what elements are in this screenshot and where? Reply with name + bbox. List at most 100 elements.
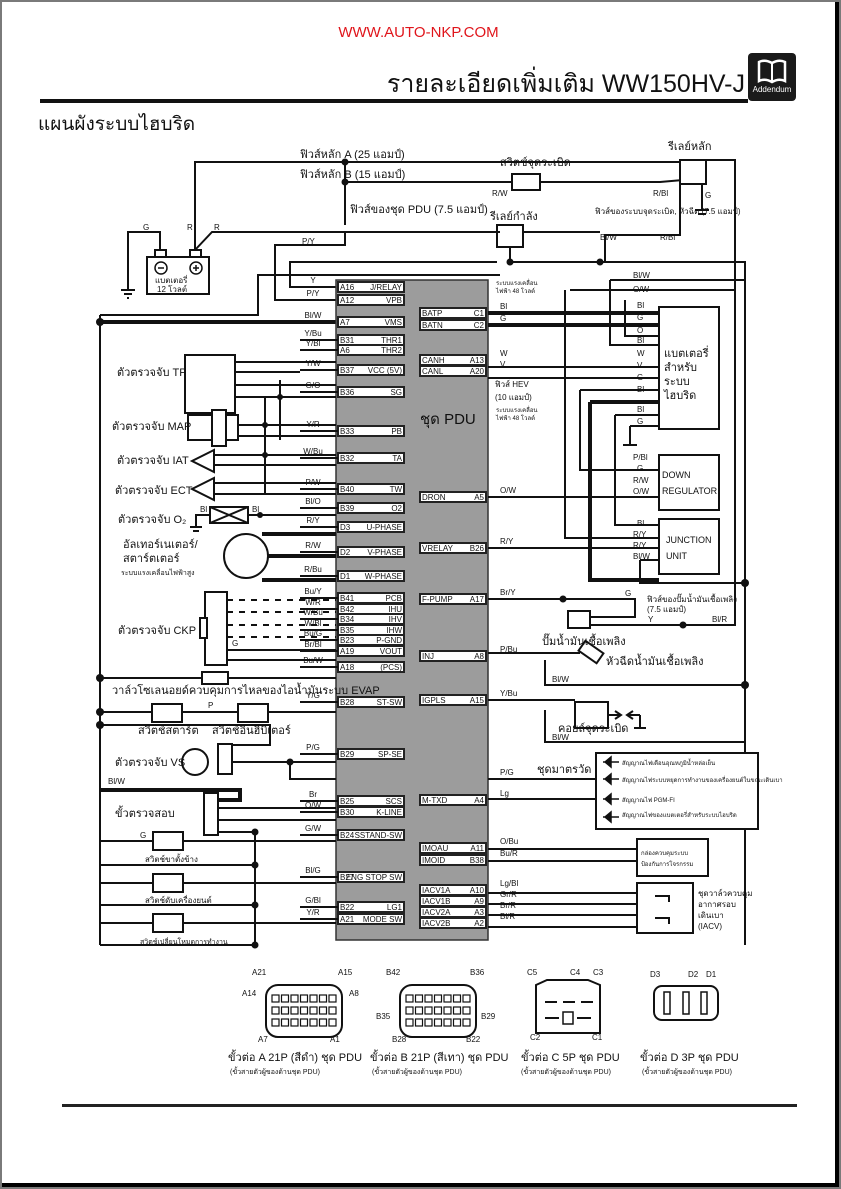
pdu-pin-id: A3 bbox=[474, 908, 484, 917]
junction-wire-label: Bl bbox=[637, 519, 644, 528]
ign-fuse-label: ฟิวส์ของระบบจุดระเบิด, หัวฉีด (7.5 แอมป์… bbox=[595, 206, 741, 216]
injector-icon bbox=[577, 639, 605, 665]
acg-note: ระบบแรงเคลื่อนไฟฟ้าสูง bbox=[121, 568, 195, 577]
connector-b-cells bbox=[405, 994, 471, 1027]
junction-dot bbox=[257, 512, 263, 518]
hv-wire-label: W bbox=[637, 349, 645, 358]
pdu-pin-box bbox=[419, 694, 487, 706]
pdu-pin-id: B29 bbox=[340, 750, 355, 759]
meter-item-1: สัญญาณไฟเตือนอุณหภูมิน้ำหล่อเย็น bbox=[622, 757, 715, 767]
connector-a-cells bbox=[271, 994, 337, 1027]
reg-wire-label: R/W bbox=[633, 476, 649, 485]
connector-cell bbox=[414, 1018, 424, 1027]
connector-cell bbox=[424, 994, 433, 1003]
connector-diagrams: A21 A15 A14 A8 A7 A1 ขั้วต่อ A 21P (สีดำ… bbox=[228, 968, 739, 1076]
pdu-wire-color: O/Bu bbox=[500, 837, 518, 846]
section-title: แผนผังระบบไฮบริด bbox=[38, 114, 196, 135]
meter-item-4: สัญญาณไฟของแบตเตอรี่สำหรับระบบไฮบริด bbox=[622, 811, 737, 819]
pdu-wire-color: Y/Bu bbox=[304, 329, 321, 338]
pdu-pin-id: A7 bbox=[340, 318, 350, 327]
immobilizer-l1: กล่องควบคุมระบบ bbox=[641, 850, 688, 857]
pdu-pin-name: O2 bbox=[391, 504, 402, 513]
wire-sensor-bus bbox=[214, 361, 336, 516]
book-icon bbox=[757, 59, 787, 84]
pdu-pin-id: A21 bbox=[340, 915, 355, 924]
connector-b: B42 B36 B35 B29 B28 B22 ขั้วต่อ B 21P (ส… bbox=[370, 968, 509, 1076]
hv-wire-label: V bbox=[637, 361, 643, 370]
connector-c-lock bbox=[562, 1011, 574, 1025]
pdu-pin-name: K-LINE bbox=[376, 808, 402, 817]
acg-label-1: อัลเทอร์เนเตอร์/ bbox=[123, 538, 199, 551]
evap-valve-label: วาล์วโซเลนอยด์ควบคุมการไหลของไอน้ำมันระบ… bbox=[112, 682, 380, 697]
connector-cell bbox=[318, 1018, 328, 1027]
dlc-label: ขั้วตรวจสอบ bbox=[115, 805, 175, 820]
junction-dot bbox=[506, 258, 514, 266]
wire-main-relay-out bbox=[700, 159, 736, 270]
pdu-wire-color: G/O bbox=[306, 381, 321, 390]
hv-note-1-l2: ไฟฟ้า 48 โวลต์ bbox=[495, 287, 535, 295]
wire-py-label: P/Y bbox=[302, 237, 316, 246]
pdu-pin-id: B30 bbox=[340, 808, 355, 817]
junction-wire-label: R/Y bbox=[633, 541, 647, 550]
wire-hev-fuse bbox=[588, 400, 659, 582]
pdu-pin-id: B36 bbox=[340, 388, 355, 397]
pdu-pin-name: IMOID bbox=[422, 856, 445, 865]
connector-cell bbox=[443, 994, 452, 1003]
header-rule bbox=[40, 99, 748, 103]
connector-cell bbox=[414, 994, 424, 1003]
pdu-wire-color: Bl bbox=[500, 302, 507, 311]
wire-rbl-fuse bbox=[604, 184, 681, 262]
pdu-pin-id: B40 bbox=[340, 485, 355, 494]
pdu-pin-id: B32 bbox=[340, 454, 355, 463]
wire-iacv bbox=[488, 892, 637, 928]
hv-wire-label: G bbox=[637, 417, 643, 426]
connector-d-terminal bbox=[700, 991, 708, 1015]
ckp-sensor-label: ตัวตรวจจับ CKP bbox=[118, 625, 196, 637]
pdu-wire-color: Bl/R bbox=[500, 912, 515, 921]
junction-dot bbox=[262, 422, 268, 428]
connector-c: C5 C4 C3 C2 C1 ขั้วต่อ C 5P ชุด PDU (ขั้… bbox=[521, 968, 620, 1076]
pdu-wire-color: W/Bu bbox=[303, 447, 323, 456]
connector-cell bbox=[280, 1018, 290, 1027]
junction-dot bbox=[96, 721, 104, 729]
connector-cell bbox=[280, 1006, 290, 1015]
pdu-pin-id: A4 bbox=[474, 796, 484, 805]
connector-a: A21 A15 A14 A8 A7 A1 ขั้วต่อ A 21P (สีดำ… bbox=[228, 968, 362, 1076]
pdu-pin-box bbox=[419, 794, 487, 806]
connector-cell bbox=[299, 1018, 309, 1027]
meter-item-2: สัญญาณไฟระบบหยุดการทำงานของเครื่องยนต์ใน… bbox=[622, 776, 783, 784]
pdu-pin-box bbox=[419, 307, 487, 319]
mode-switch-icon bbox=[152, 913, 184, 933]
pdu-wire-color: Y/R bbox=[306, 908, 320, 917]
connector-cell bbox=[309, 994, 318, 1003]
pdu-wire-color: Bl/W bbox=[305, 311, 322, 320]
hv-wire-label: G bbox=[637, 313, 643, 322]
pdu-pin-box bbox=[337, 316, 405, 328]
hv-note-2-l1: ระบบแรงเคลื่อน bbox=[496, 406, 538, 414]
pdu-wire-color: Lg bbox=[500, 789, 509, 798]
conn-a-caption: ขั้วต่อ A 21P (สีดำ) ชุด PDU bbox=[228, 1049, 362, 1064]
pdu-wire-color: Br bbox=[309, 790, 317, 799]
conn-d-note: (ขั้วสายตัวผู้ของด้านชุด PDU) bbox=[642, 1065, 732, 1076]
starter-switch-label: สวิตช์สตาร์ต bbox=[138, 724, 199, 737]
wire-inj-return bbox=[544, 660, 745, 686]
pdu-pin-name: MODE SW bbox=[363, 915, 403, 924]
fuel-pump-label: ปั๊มน้ำมันเชื้อเพลิง bbox=[542, 633, 626, 648]
pdu-pin-name: VRELAY bbox=[422, 544, 454, 553]
ignition-switch-label: สวิตช์จุดระเบิด bbox=[500, 156, 571, 169]
connector-cell bbox=[299, 1006, 309, 1015]
pdu-wire-color: P/G bbox=[306, 743, 320, 752]
pdu-pin-name: TW bbox=[390, 485, 403, 494]
conn-c-pin: C2 bbox=[530, 1033, 541, 1042]
connector-cell bbox=[309, 1006, 318, 1015]
pdu-wire-color: Br/R bbox=[500, 901, 516, 910]
battery-voltage: 12 โวลต์ bbox=[157, 284, 187, 294]
iacv-l3: เดินเบา bbox=[698, 911, 724, 920]
junction-dot bbox=[596, 258, 604, 266]
wire-stop bbox=[100, 864, 336, 906]
wire-pump-return bbox=[590, 600, 736, 626]
ign-coil-label: คอยล์จุดระเบิด bbox=[558, 722, 628, 735]
